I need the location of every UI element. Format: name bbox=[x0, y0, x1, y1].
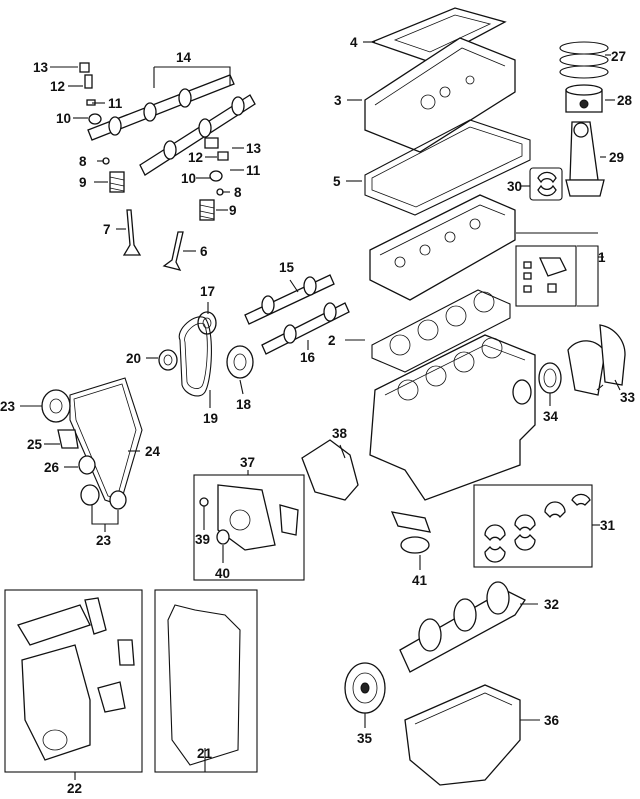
intake-valve[interactable] bbox=[122, 209, 142, 256]
callout-30: 30 bbox=[507, 179, 522, 194]
callout-11a: 11 bbox=[108, 96, 123, 111]
rear-seal-retainer[interactable] bbox=[567, 324, 626, 396]
oil-pan[interactable] bbox=[404, 684, 521, 786]
callout-36: 36 bbox=[544, 713, 560, 728]
callout-7: 7 bbox=[103, 222, 111, 237]
callout-19: 19 bbox=[203, 411, 218, 426]
timing-belt[interactable] bbox=[69, 377, 143, 506]
callout-2: 2 bbox=[328, 333, 336, 348]
rod-bearing[interactable] bbox=[529, 167, 563, 201]
balance-shaft-upper[interactable] bbox=[244, 274, 335, 325]
piston-rings[interactable] bbox=[559, 41, 609, 79]
exhaust-valve[interactable] bbox=[162, 231, 184, 271]
valve-cover[interactable] bbox=[364, 37, 516, 153]
main-bearings[interactable] bbox=[473, 484, 593, 568]
cam-sprocket[interactable] bbox=[41, 389, 71, 423]
callout-13b: 13 bbox=[246, 141, 262, 156]
valve-stem-seals[interactable] bbox=[79, 62, 110, 165]
callout-35: 35 bbox=[357, 731, 373, 746]
camshafts[interactable] bbox=[87, 74, 256, 176]
callout-14: 14 bbox=[176, 50, 192, 65]
callout-23b: 23 bbox=[96, 533, 112, 548]
oil-pump-box[interactable] bbox=[193, 474, 305, 581]
callout-12a: 12 bbox=[50, 79, 65, 94]
valve-springs-right[interactable] bbox=[199, 137, 229, 221]
head-bolt-kit[interactable] bbox=[515, 245, 577, 307]
callout-17: 17 bbox=[200, 284, 215, 299]
callout-22: 22 bbox=[67, 781, 82, 796]
crank-pulley[interactable] bbox=[344, 662, 386, 714]
callout-11b: 11 bbox=[246, 163, 261, 178]
balance-tensioner[interactable] bbox=[158, 349, 178, 371]
cylinder-head[interactable] bbox=[369, 194, 516, 301]
oil-pump-oring[interactable] bbox=[199, 497, 209, 507]
callout-16: 16 bbox=[300, 350, 316, 365]
crank-balance-sprocket[interactable] bbox=[226, 345, 254, 379]
piston[interactable] bbox=[565, 84, 603, 113]
callout-20: 20 bbox=[126, 351, 141, 366]
balance-shaft-lower[interactable] bbox=[261, 302, 350, 355]
callout-24: 24 bbox=[145, 444, 161, 459]
oil-pump-seal[interactable] bbox=[216, 529, 230, 545]
callout-39: 39 bbox=[195, 532, 210, 547]
callout-38: 38 bbox=[332, 426, 348, 441]
timing-tensioner[interactable] bbox=[57, 429, 79, 449]
engine-block[interactable] bbox=[369, 334, 536, 501]
callout-10a: 10 bbox=[56, 111, 71, 126]
valve-springs-left[interactable] bbox=[109, 171, 125, 193]
callout-31: 31 bbox=[600, 518, 616, 533]
callout-41: 41 bbox=[412, 573, 428, 588]
idler-pulley[interactable] bbox=[78, 455, 96, 475]
leader-lines bbox=[20, 41, 621, 780]
valve-cover-gasket[interactable] bbox=[364, 119, 531, 216]
callout-25: 25 bbox=[27, 437, 43, 452]
callout-8a: 8 bbox=[79, 154, 87, 169]
callout-1: 1 bbox=[598, 250, 606, 265]
callout-13a: 13 bbox=[33, 60, 49, 75]
callout-labels: 1 2 3 4 5 6 7 8 8 9 9 10 10 11 11 12 12 … bbox=[0, 35, 636, 796]
callout-40: 40 bbox=[215, 566, 230, 581]
balance-belt[interactable] bbox=[178, 316, 212, 397]
connecting-rod[interactable] bbox=[565, 121, 605, 197]
callout-23a: 23 bbox=[0, 399, 16, 414]
timing-cover-gaskets[interactable] bbox=[154, 589, 258, 773]
callout-26: 26 bbox=[44, 460, 60, 475]
callout-3: 3 bbox=[334, 93, 342, 108]
callout-15: 15 bbox=[279, 260, 295, 275]
callout-18: 18 bbox=[236, 397, 252, 412]
callout-32: 32 bbox=[544, 597, 559, 612]
crank-sprocket[interactable] bbox=[80, 484, 127, 510]
timing-cover-inner[interactable] bbox=[301, 439, 359, 501]
head-gasket[interactable] bbox=[371, 289, 511, 373]
callout-4: 4 bbox=[350, 35, 358, 50]
callout-9b: 9 bbox=[229, 203, 237, 218]
callout-6: 6 bbox=[200, 244, 208, 259]
callout-9a: 9 bbox=[79, 175, 87, 190]
callout-28: 28 bbox=[617, 93, 633, 108]
callout-27: 27 bbox=[611, 49, 626, 64]
callout-5: 5 bbox=[333, 174, 341, 189]
callout-29: 29 bbox=[609, 150, 624, 165]
rear-main-seal[interactable] bbox=[512, 362, 562, 405]
crankshaft[interactable] bbox=[399, 581, 526, 673]
callout-33: 33 bbox=[620, 390, 636, 405]
callout-12b: 12 bbox=[188, 150, 203, 165]
timing-cover-set[interactable] bbox=[4, 589, 143, 773]
callout-21: 21 bbox=[197, 746, 213, 761]
callout-34: 34 bbox=[543, 409, 559, 424]
callout-10b: 10 bbox=[181, 171, 196, 186]
oil-pickup[interactable] bbox=[390, 511, 431, 554]
callout-8b: 8 bbox=[234, 185, 242, 200]
valve-cover-shield[interactable] bbox=[370, 7, 507, 63]
callout-37: 37 bbox=[240, 455, 255, 470]
